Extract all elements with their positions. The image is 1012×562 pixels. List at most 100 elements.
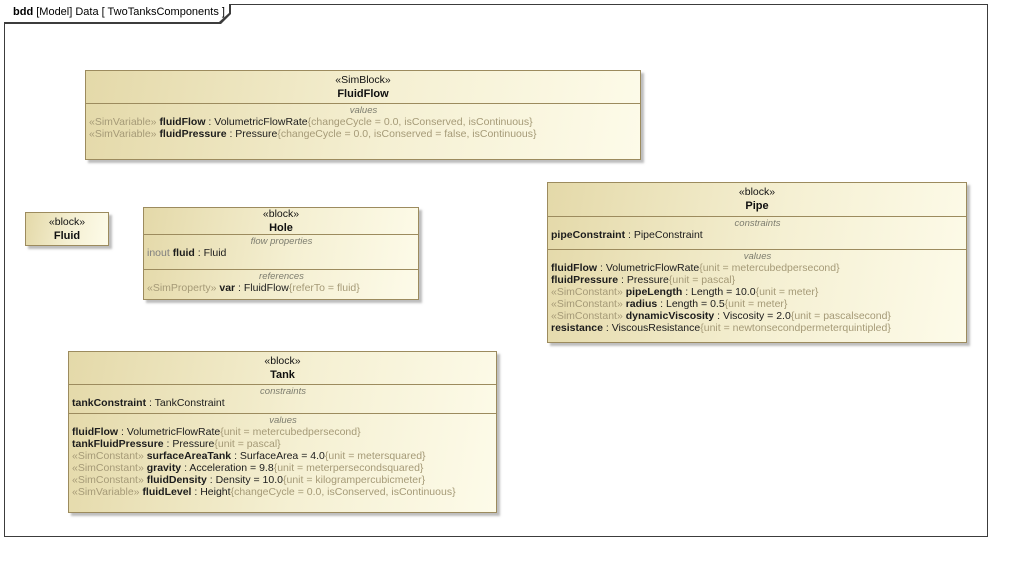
property-name: fluidFlow	[72, 426, 119, 438]
block-fluid[interactable]: «block» Fluid	[25, 212, 109, 246]
block-hole-header: «block» Hole	[144, 208, 418, 234]
property-row[interactable]: inout fluid : Fluid	[147, 247, 416, 259]
property-name: fluidDensity	[146, 474, 207, 486]
block-name: Fluid	[53, 229, 81, 242]
property-name: fluid	[172, 247, 195, 259]
property-type: : Height	[191, 486, 231, 498]
property-row[interactable]: resistance : ViscousResistance{unit = ne…	[551, 322, 964, 334]
stereotype-text: «SimConstant»	[551, 310, 626, 322]
property-row[interactable]: fluidFlow : VolumetricFlowRate{unit = me…	[551, 262, 964, 274]
block-hole[interactable]: «block» Hole flow properties inout fluid…	[143, 207, 419, 300]
stereotype-text: «SimConstant»	[72, 462, 147, 474]
property-type: : PipeConstraint	[625, 229, 703, 241]
property-constraint: {unit = kilogrampercubicmeter}	[282, 474, 426, 486]
property-row[interactable]: «SimVariable» fluidLevel : Height{change…	[72, 486, 494, 498]
property-row[interactable]: «SimConstant» dynamicViscosity : Viscosi…	[551, 310, 964, 322]
property-row[interactable]: tankConstraint : TankConstraint	[72, 397, 494, 409]
block-tank[interactable]: «block» Tank constraints tankConstraint …	[68, 351, 497, 513]
compartment-label: values	[269, 415, 297, 426]
property-constraint: {unit = meterpersecondsquared}	[273, 462, 424, 474]
property-row[interactable]: «SimConstant» fluidDensity : Density = 1…	[72, 474, 494, 486]
property-name: fluidPressure	[159, 128, 227, 140]
property-type: : Length = 0.5	[657, 298, 725, 310]
property-constraint: {unit = newtonsecondpermeterquintipled}	[700, 322, 891, 334]
property-name: gravity	[146, 462, 182, 474]
property-row[interactable]: fluidPressure : Pressure{unit = pascal}	[551, 274, 964, 286]
property-type: : VolumetricFlowRate	[205, 116, 308, 128]
property-name: fluidFlow	[551, 262, 598, 274]
property-row[interactable]: fluidFlow : VolumetricFlowRate{unit = me…	[72, 426, 494, 438]
block-stereotype: «block»	[262, 207, 300, 220]
property-name: surfaceAreaTank	[146, 450, 232, 462]
property-constraint: {referTo = fluid}	[288, 282, 360, 294]
compartment-label: references	[259, 271, 304, 282]
values-compartment: values fluidFlow : VolumetricFlowRate{un…	[548, 249, 966, 342]
block-stereotype: «block»	[738, 186, 776, 198]
block-pipe-header: «block» Pipe	[548, 183, 966, 216]
property-type: : TankConstraint	[146, 397, 225, 409]
property-constraint: {unit = meter}	[755, 286, 819, 298]
property-row[interactable]: «SimConstant» radius : Length = 0.5{unit…	[551, 298, 964, 310]
property-row[interactable]: «SimVariable» fluidFlow : VolumetricFlow…	[89, 116, 638, 128]
block-name: FluidFlow	[337, 87, 389, 100]
property-name: pipeLength	[625, 286, 683, 298]
property-constraint: {unit = pascal}	[214, 438, 281, 450]
stereotype-text: «SimConstant»	[72, 474, 147, 486]
frame-tab-label: bdd [Model] Data [ TwoTanksComponents ]	[13, 4, 225, 22]
references-compartment: references «SimProperty» var : FluidFlow…	[144, 269, 418, 299]
property-type: : FluidFlow	[235, 282, 289, 294]
block-pipe[interactable]: «block» Pipe constraints pipeConstraint …	[547, 182, 967, 343]
stereotype-text: «SimConstant»	[551, 286, 626, 298]
property-row[interactable]: «SimConstant» gravity : Acceleration = 9…	[72, 462, 494, 474]
compartment-label: constraints	[734, 218, 781, 229]
property-type: : VolumetricFlowRate	[597, 262, 700, 274]
property-name: var	[219, 282, 236, 294]
property-type: : Pressure	[618, 274, 669, 286]
stereotype-text: «SimVariable»	[72, 486, 143, 498]
property-row[interactable]: «SimConstant» pipeLength : Length = 10.0…	[551, 286, 964, 298]
stereotype-text: «SimProperty»	[147, 282, 220, 294]
stereotype-text: «SimVariable»	[89, 116, 160, 128]
property-constraint: {unit = pascalsecond}	[790, 310, 891, 322]
property-row[interactable]: «SimVariable» fluidPressure : Pressure{c…	[89, 128, 638, 140]
compartment-label: flow properties	[250, 236, 313, 247]
property-type: : Fluid	[194, 247, 227, 259]
property-row[interactable]: pipeConstraint : PipeConstraint	[551, 229, 964, 241]
block-stereotype: «block»	[264, 354, 301, 367]
compartment-label: constraints	[260, 386, 306, 397]
property-name: tankFluidPressure	[72, 438, 164, 450]
property-constraint: {unit = metercubedpersecond}	[699, 262, 840, 274]
property-name: fluidLevel	[142, 486, 192, 498]
values-compartment: values fluidFlow : VolumetricFlowRate{un…	[69, 413, 496, 512]
keyword-text: inout	[147, 247, 173, 259]
property-name: fluidPressure	[551, 274, 619, 286]
constraints-compartment: constraints pipeConstraint : PipeConstra…	[548, 216, 966, 249]
diagram-title: [Model] Data [ TwoTanksComponents ]	[33, 6, 225, 18]
block-stereotype: «block»	[48, 215, 86, 228]
property-constraint: {unit = metersquared}	[324, 450, 426, 462]
block-fluidflow[interactable]: «SimBlock» FluidFlow values «SimVariable…	[85, 70, 641, 160]
property-row[interactable]: «SimProperty» var : FluidFlow{referTo = …	[147, 282, 416, 294]
block-name: Pipe	[745, 200, 769, 212]
property-constraint: {changeCycle = 0.0, isConserved, isConti…	[230, 486, 456, 498]
property-type: : Acceleration = 9.8	[181, 462, 274, 474]
compartment-label: values	[743, 251, 772, 262]
block-stereotype: «SimBlock»	[335, 73, 391, 86]
property-type: : Length = 10.0	[682, 286, 756, 298]
compartment-label: values	[349, 105, 378, 116]
stereotype-text: «SimConstant»	[72, 450, 147, 462]
property-name: tankConstraint	[72, 397, 147, 409]
diagram-kind: bdd	[13, 6, 34, 18]
property-name: dynamicViscosity	[625, 310, 715, 322]
property-row[interactable]: «SimConstant» surfaceAreaTank : SurfaceA…	[72, 450, 494, 462]
block-name: Tank	[270, 368, 295, 381]
property-row[interactable]: tankFluidPressure : Pressure{unit = pasc…	[72, 438, 494, 450]
frame-tab[interactable]	[4, 4, 229, 22]
property-constraint: {unit = pascal}	[668, 274, 736, 286]
property-constraint: {unit = meter}	[724, 298, 788, 310]
property-constraint: {changeCycle = 0.0, isConserved, isConti…	[307, 116, 533, 128]
stereotype-text: «SimConstant»	[551, 298, 626, 310]
property-type: : SurfaceArea = 4.0	[231, 450, 325, 462]
property-constraint: {unit = metercubedpersecond}	[220, 426, 361, 438]
